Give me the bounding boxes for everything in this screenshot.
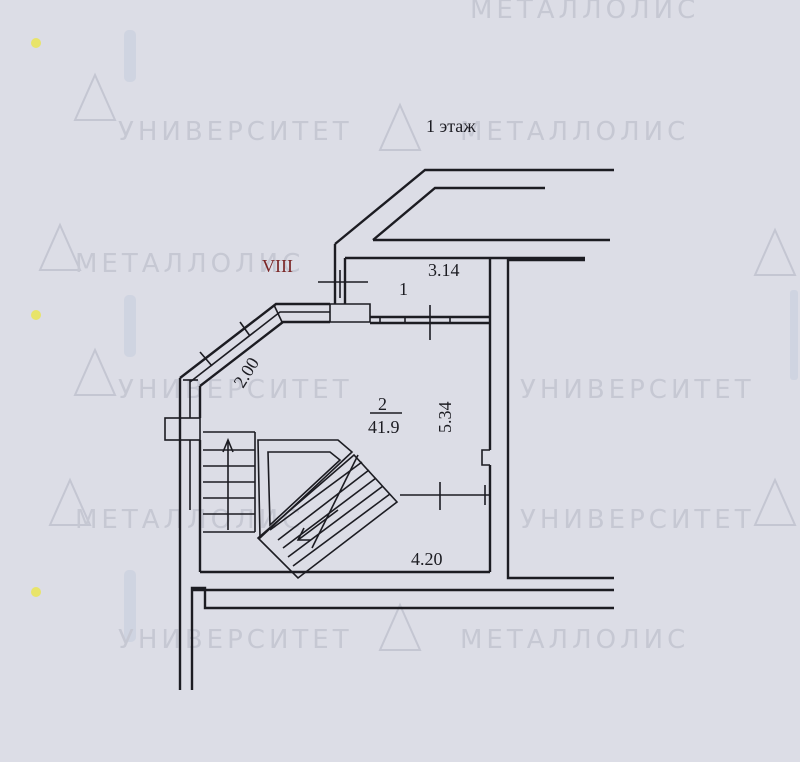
scan-artifacts	[31, 30, 798, 642]
section-mark: VIII	[262, 256, 293, 276]
watermark-text: УНИВЕРСИТЕТ	[520, 375, 755, 405]
walls	[164, 168, 614, 690]
watermark-text: УНИВЕРСИТЕТ	[520, 505, 755, 535]
watermark: МЕТАЛЛОЛИС УНИВЕРСИТЕТ МЕТАЛЛОЛИС МЕТАЛЛ…	[38, 0, 797, 655]
room-1-number: 1	[399, 279, 408, 299]
watermark-text: УНИВЕРСИТЕТ	[118, 625, 353, 655]
stair-ticks	[400, 482, 490, 510]
watermark-text: МЕТАЛЛОЛИС	[75, 249, 304, 279]
room-2-number: 2	[378, 394, 387, 414]
watermark-text: УНИВЕРСИТЕТ	[118, 117, 353, 147]
dimension-vertical: 5.34	[435, 402, 455, 434]
stair-angled	[256, 439, 399, 580]
watermark-text: МЕТАЛЛОЛИС	[460, 117, 689, 147]
watermark-text: МЕТАЛЛОЛИС	[470, 0, 699, 25]
floor-title: 1 этаж	[426, 116, 476, 136]
watermark-text: МЕТАЛЛОЛИС	[460, 625, 689, 655]
room-1-marks	[318, 270, 431, 340]
stair-straight	[203, 431, 256, 533]
watermark-text: УНИВЕРСИТЕТ	[118, 375, 353, 405]
room-2-area: 41.9	[368, 417, 400, 437]
room-1-area: 3.14	[428, 260, 460, 280]
watermark-text: МЕТАЛЛОЛИС	[75, 505, 304, 535]
dimension-bottom: 4.20	[411, 549, 443, 569]
